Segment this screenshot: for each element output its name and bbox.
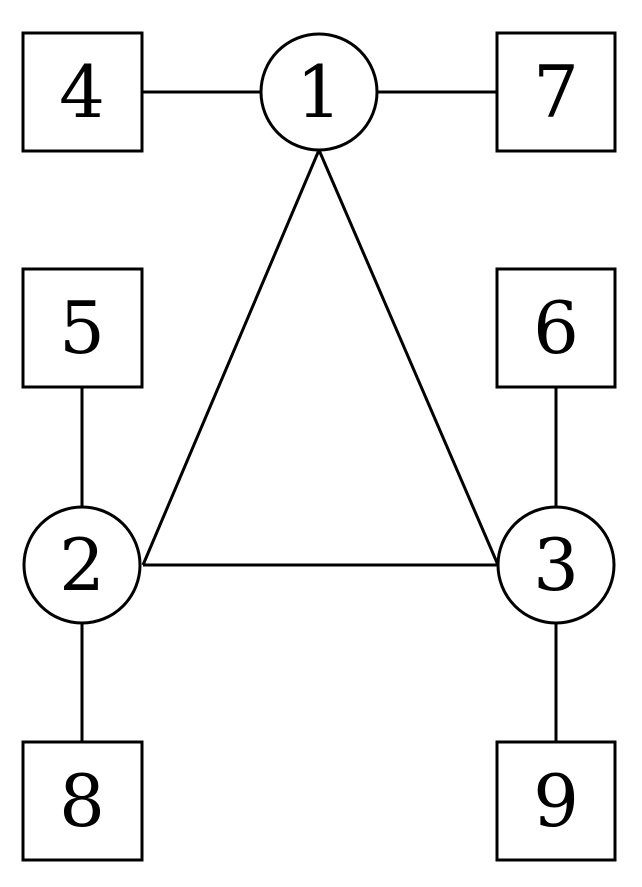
node-1: 1 <box>259 32 379 152</box>
node-7-label: 7 <box>533 50 579 134</box>
node-2-circle <box>22 505 142 625</box>
node-3-circle <box>496 505 616 625</box>
node-2: 2 <box>22 505 142 625</box>
node-8: 8 <box>21 740 144 862</box>
edge-1-2 <box>141 149 321 566</box>
node-1-circle <box>259 32 379 152</box>
node-4-box <box>21 31 144 153</box>
node-8-box <box>21 740 144 862</box>
node-9-box <box>495 740 617 862</box>
node-4: 4 <box>21 31 144 153</box>
node-6: 6 <box>495 267 617 389</box>
edge-1-3 <box>317 149 500 566</box>
node-4-label: 4 <box>59 50 105 134</box>
node-5-box <box>21 267 144 389</box>
node-6-box <box>495 267 617 389</box>
node-6-label: 6 <box>533 286 579 370</box>
node-8-label: 8 <box>59 759 105 843</box>
node-9: 9 <box>495 740 617 862</box>
node-5: 5 <box>21 267 144 389</box>
node-9-label: 9 <box>533 759 579 843</box>
node-layer: 1 2 3 4 5 6 7 8 <box>21 31 617 862</box>
node-7-box <box>495 31 617 153</box>
edge-layer <box>80 90 558 742</box>
node-2-label: 2 <box>59 523 105 607</box>
node-5-label: 5 <box>59 286 105 370</box>
node-1-label: 1 <box>296 50 342 134</box>
node-3: 3 <box>496 505 616 625</box>
node-7: 7 <box>495 31 617 153</box>
node-3-label: 3 <box>533 523 579 607</box>
